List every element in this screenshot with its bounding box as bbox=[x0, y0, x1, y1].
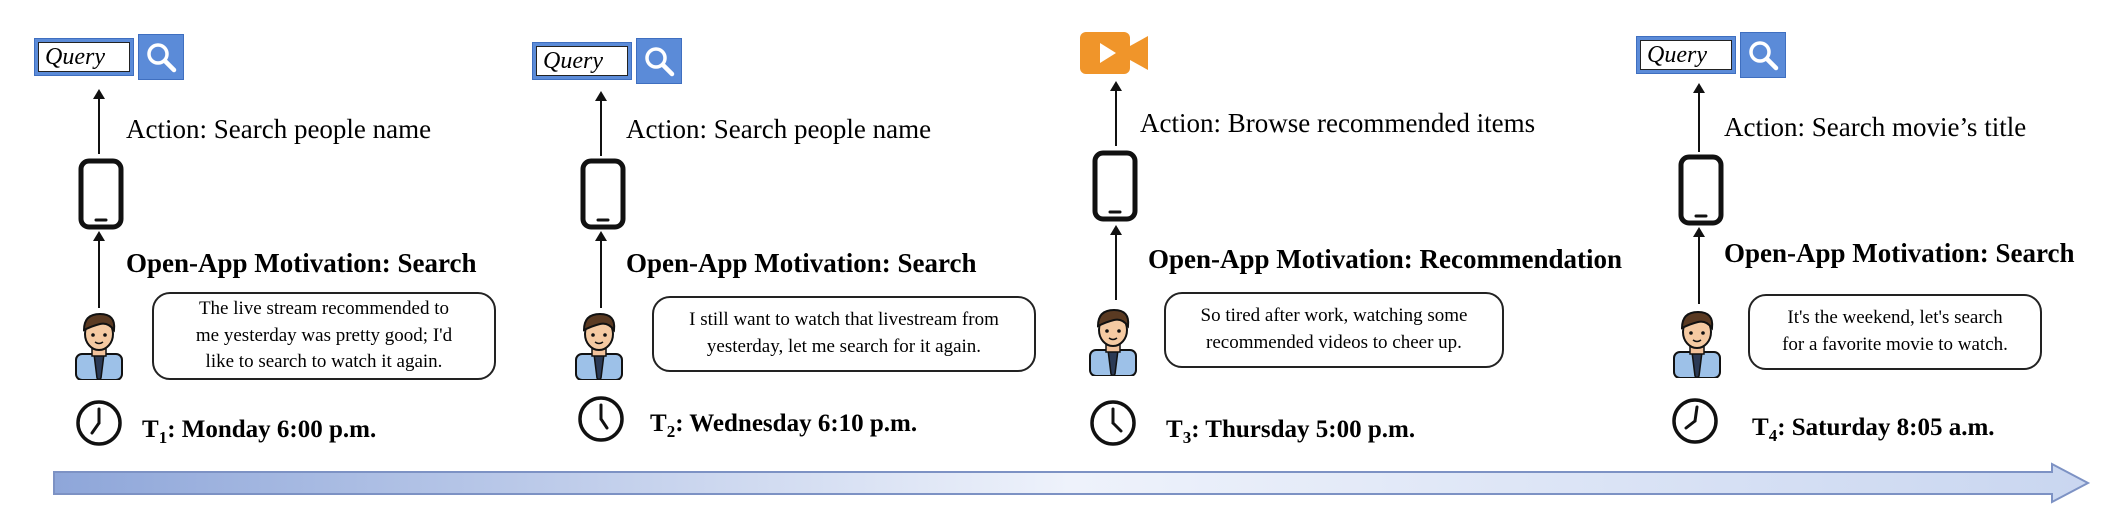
person-avatar-icon bbox=[70, 308, 128, 385]
time-label: T1: Monday 6:00 p.m. bbox=[142, 416, 376, 448]
query-field: Query bbox=[34, 38, 134, 76]
arrow-up-phone bbox=[1110, 225, 1122, 300]
action-label: Action: Search movie’s title bbox=[1724, 112, 2027, 142]
time-letter: T bbox=[1166, 416, 1183, 443]
smartphone-icon bbox=[1678, 154, 1724, 231]
motivation-label: Open-App Motivation: Search bbox=[1724, 238, 2075, 268]
motivation-label: Open-App Motivation: Search bbox=[126, 248, 477, 278]
search-icon bbox=[138, 34, 184, 80]
time-subscript: 3 bbox=[1182, 428, 1192, 447]
panel-4: Query Action: Search movie’s title Open-… bbox=[1636, 32, 2075, 445]
action-label: Action: Search people name bbox=[126, 114, 432, 144]
time-label: T3: Thursday 5:00 p.m. bbox=[1166, 416, 1415, 448]
person-avatar-icon bbox=[1668, 306, 1726, 383]
time-letter: T bbox=[650, 410, 667, 437]
time-letter: T bbox=[142, 416, 159, 443]
arrow-up-action bbox=[93, 89, 105, 154]
query-search-box: Query bbox=[532, 38, 682, 84]
time-letter: T bbox=[1752, 414, 1769, 441]
time-text: : Saturday 8:05 a.m. bbox=[1777, 414, 1995, 441]
smartphone-icon bbox=[580, 158, 626, 235]
speech-bubble: The live stream recommended to me yester… bbox=[152, 292, 496, 380]
time-subscript: 4 bbox=[1768, 426, 1778, 445]
time-label: T4: Saturday 8:05 a.m. bbox=[1752, 414, 1995, 446]
video-camera-icon bbox=[1080, 30, 1150, 81]
clock-icon bbox=[74, 398, 124, 453]
speech-bubble: I still want to watch that livestream fr… bbox=[652, 296, 1036, 372]
speech-bubble: So tired after work, watching some recom… bbox=[1164, 292, 1504, 368]
action-label: Action: Browse recommended items bbox=[1140, 108, 1536, 138]
query-field: Query bbox=[532, 42, 632, 80]
person-avatar-icon bbox=[1084, 304, 1142, 381]
search-icon bbox=[636, 38, 682, 84]
time-label: T2: Wednesday 6:10 p.m. bbox=[650, 410, 917, 442]
clock-icon bbox=[1670, 396, 1720, 451]
speech-text: I still want to watch that livestream fr… bbox=[689, 309, 999, 357]
speech-text: The live stream recommended to me yester… bbox=[195, 298, 453, 373]
arrow-up-action bbox=[595, 91, 607, 156]
action-label: Action: Search people name bbox=[626, 114, 932, 144]
motivation-label: Open-App Motivation: Search bbox=[626, 248, 977, 278]
time-text: : Monday 6:00 p.m. bbox=[167, 416, 377, 443]
arrow-up-phone bbox=[93, 231, 105, 308]
query-field: Query bbox=[1636, 36, 1736, 74]
clock-icon bbox=[1088, 398, 1138, 453]
speech-bubble: It's the weekend, let's search for a fav… bbox=[1748, 294, 2042, 370]
motivation-label: Open-App Motivation: Recommendation bbox=[1148, 244, 1622, 274]
arrow-up-phone bbox=[595, 231, 607, 308]
speech-text: So tired after work, watching some recom… bbox=[1200, 305, 1468, 353]
arrow-up-action bbox=[1693, 83, 1705, 152]
person-avatar-icon bbox=[570, 308, 628, 385]
search-icon bbox=[1740, 32, 1786, 78]
query-placeholder: Query bbox=[1640, 40, 1732, 70]
smartphone-icon bbox=[78, 158, 124, 235]
panel-1: Query Action: Search people name Open-Ap… bbox=[0, 0, 520, 447]
time-subscript: 2 bbox=[666, 422, 676, 441]
arrow-up-phone bbox=[1693, 227, 1705, 304]
panel-3: Action: Browse recommended items Open-Ap… bbox=[1080, 30, 1622, 447]
arrow-up-action bbox=[1110, 81, 1122, 146]
query-placeholder: Query bbox=[38, 42, 130, 72]
query-search-box: Query bbox=[34, 34, 184, 80]
panel-2: Query Action: Search people name Open-Ap… bbox=[0, 0, 1060, 442]
time-text: : Thursday 5:00 p.m. bbox=[1191, 416, 1416, 443]
speech-text: It's the weekend, let's search for a fav… bbox=[1782, 307, 2008, 355]
time-subscript: 1 bbox=[158, 428, 168, 447]
query-placeholder: Query bbox=[536, 46, 628, 76]
time-text: : Wednesday 6:10 p.m. bbox=[675, 410, 918, 437]
clock-icon bbox=[576, 394, 626, 449]
timeline-arrow bbox=[52, 462, 2092, 509]
smartphone-icon bbox=[1092, 150, 1138, 227]
query-search-box: Query bbox=[1636, 32, 1786, 78]
